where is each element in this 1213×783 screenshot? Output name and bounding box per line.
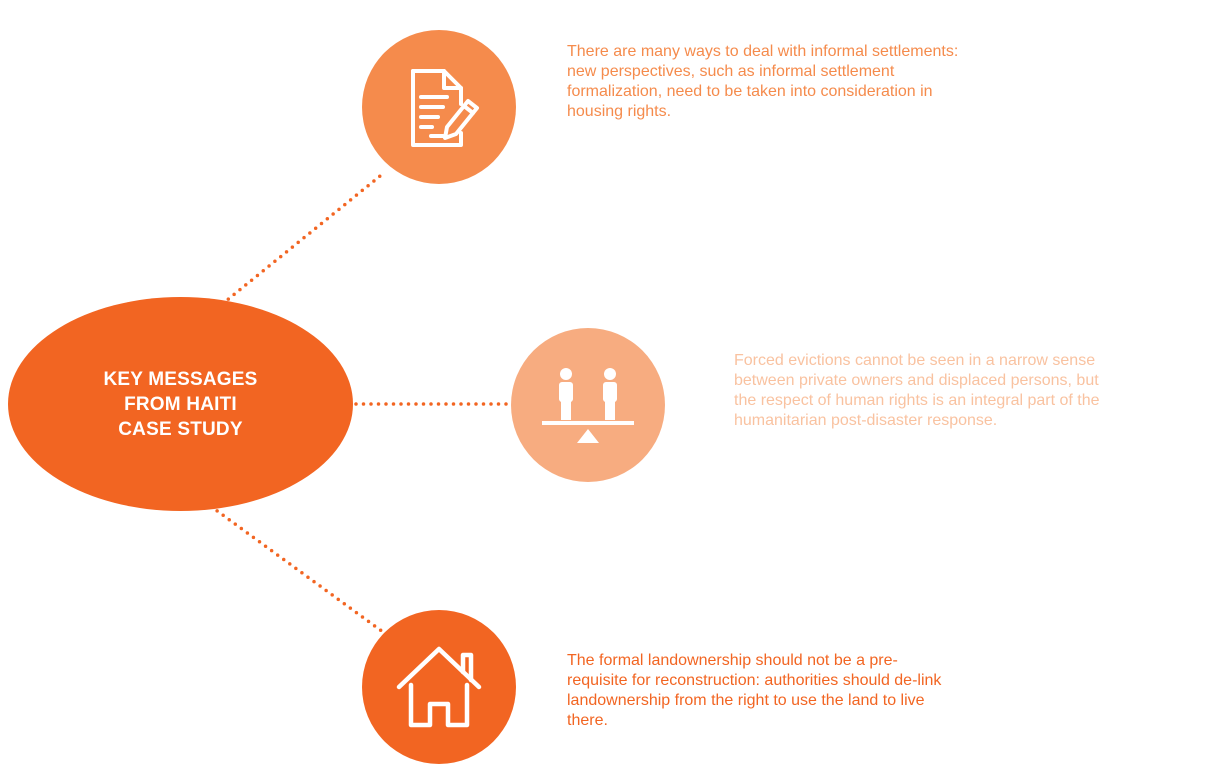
message-line: The formal landownership should not be a… [567, 652, 898, 669]
message-line: landownership from the right to use the … [567, 692, 925, 709]
message-node-1 [362, 30, 516, 184]
message-line: housing rights. [567, 103, 672, 120]
hub-title-line: FROM HAITI [124, 393, 237, 415]
message-node-3 [362, 610, 516, 764]
message-line: new perspectives, such as informal settl… [567, 63, 895, 80]
balance-scale-people-icon [542, 368, 634, 443]
message-line: the respect of human rights is an integr… [734, 392, 1100, 409]
message-line: requisite for reconstruction: authoritie… [567, 672, 942, 689]
house-icon [396, 646, 482, 728]
document-pen-icon [411, 69, 479, 147]
hub-ellipse: KEY MESSAGES FROM HAITI CASE STUDY [8, 297, 353, 511]
hub-title-line: KEY MESSAGES [103, 368, 258, 390]
message-text-2: Forced evictions cannot be seen in a nar… [734, 351, 1213, 431]
hub-title-line: CASE STUDY [118, 418, 243, 440]
hub-title: KEY MESSAGES FROM HAITI CASE STUDY [91, 367, 271, 442]
message-line: formalization, need to be taken into con… [567, 83, 933, 100]
connector-bottom [203, 500, 385, 634]
message-line: humanitarian post-disaster response. [734, 412, 998, 429]
message-line: Forced evictions cannot be seen in a nar… [734, 352, 1096, 369]
message-line: between private owners and displaced per… [734, 372, 1099, 389]
message-node-2 [511, 328, 665, 482]
message-line: there. [567, 712, 608, 729]
message-text-3: The formal landownership should not be a… [567, 651, 1067, 731]
connector-top [203, 170, 387, 320]
message-line: There are many ways to deal with informa… [567, 43, 959, 60]
message-text-1: There are many ways to deal with informa… [567, 42, 1087, 122]
